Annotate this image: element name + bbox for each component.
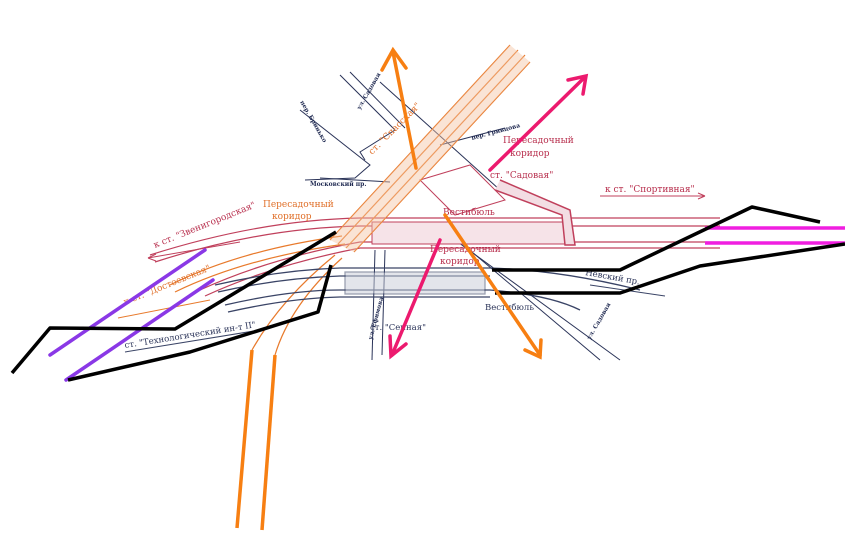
- transfer-corridor-1-line1: Пересадочный: [503, 136, 574, 146]
- spasskaya-platform-area: [330, 45, 530, 252]
- overlay-black-lines: [10, 205, 845, 382]
- sennaya-label: ст. "Сенная": [370, 323, 426, 333]
- street-sadovaya-bottom-label: ул. Садовая: [586, 301, 613, 341]
- blue-line-tunnels: [214, 267, 641, 313]
- sadovaya-label: ст. "Садовая": [490, 171, 553, 181]
- streets: [299, 71, 621, 361]
- to-sportivnaya-label: к ст. "Спортивная": [605, 185, 695, 195]
- transfer-corridor-1-line2: коридор: [510, 149, 550, 159]
- pink-arrow-northeast: [488, 73, 589, 172]
- transfer-corridor-2-line1: Пересадочный: [430, 245, 501, 255]
- street-brinko-label: пер. Бринько: [298, 100, 328, 144]
- to-dostoevskaya-label: к ст. "Достоевская": [122, 264, 212, 308]
- overlay-orange-lines: [235, 349, 277, 531]
- transfer-corridor-2-line2: коридор: [440, 257, 480, 267]
- transfer-corridor-3-line2: коридор: [272, 212, 312, 222]
- street-sadovaya-top-label: ул. Садовая: [356, 71, 383, 111]
- pink-arrow-south: [388, 238, 442, 360]
- orange-arrow-southeast: [443, 213, 543, 360]
- moskovsky-label: Московский пр.: [310, 181, 366, 188]
- to-zvenigorodskaya-label: к ст. "Звенигородская": [152, 201, 257, 251]
- orange-arrow-north: [380, 46, 418, 170]
- overlay-magenta-lines: [705, 226, 845, 245]
- orange-line-tunnels: [169, 44, 531, 356]
- vestibule-1-label: Вестибюль: [443, 207, 495, 218]
- transfer-corridor-3-line1: Пересадочный: [263, 200, 334, 210]
